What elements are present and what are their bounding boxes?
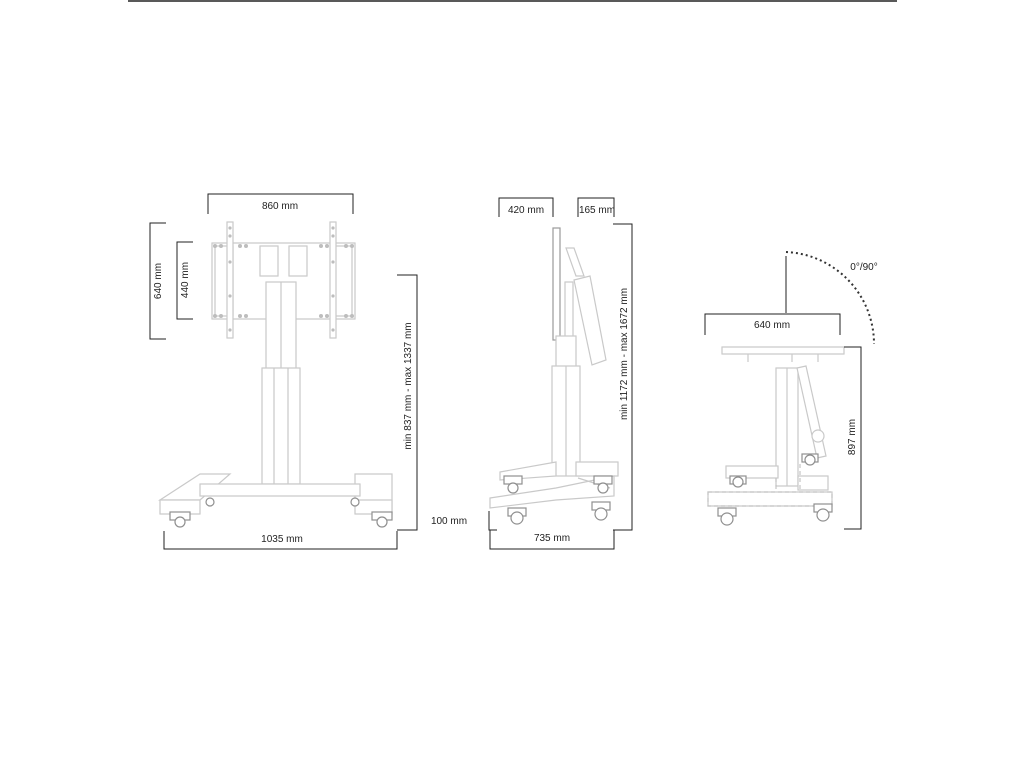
front-wheels [169, 497, 393, 528]
tilt-wheels [717, 453, 833, 526]
tilt-stand-drawing [707, 346, 845, 526]
label-420-mm: 420 mm [508, 205, 544, 216]
side-wheels [503, 475, 613, 525]
dim-line-735 [489, 530, 615, 550]
tilt-view: 0°/90° 640 mm 897 mm [704, 251, 878, 530]
label-640-mm: 640 mm [153, 263, 164, 299]
label-1035-mm: 1035 mm [261, 534, 303, 545]
dim-line-1035 [163, 531, 398, 550]
tilt-arc [785, 251, 876, 345]
label-860-mm: 860 mm [262, 201, 298, 212]
front-stand-drawing [157, 221, 393, 528]
dim-line-440 [176, 241, 193, 320]
dim-line-897 [844, 346, 862, 530]
dim-line-side-height [613, 223, 633, 531]
label-front-height-range: min 837 mm - max 1337 mm [403, 322, 414, 449]
label-897-mm: 897 mm [847, 419, 858, 455]
label-tilt-angle: 0°/90° [850, 262, 877, 273]
label-tilt-640-mm: 640 mm [754, 320, 790, 331]
front-view: 860 mm 640 mm 440 mm min 837 mm - max 13… [149, 193, 418, 550]
label-100-mm: 100 mm [431, 516, 467, 527]
dim-line-860 [207, 193, 354, 214]
label-165-mm: 165 mm [579, 205, 615, 216]
dim-line-640 [149, 222, 166, 340]
label-side-height-range: min 1172 mm - max 1672 mm [619, 288, 630, 420]
side-stand-drawing [489, 227, 619, 525]
label-735-mm: 735 mm [534, 533, 570, 544]
dim-line-165 [577, 197, 615, 217]
label-440-mm: 440 mm [180, 262, 191, 298]
dim-line-tilt-640 [704, 313, 841, 335]
side-view: 420 mm 165 mm min 1172 mm - max 1672 mm … [431, 197, 633, 550]
dim-line-100 [488, 511, 497, 531]
dim-line-420 [498, 197, 554, 217]
bracket-holes [213, 226, 354, 332]
dim-line-front-height [397, 274, 418, 531]
